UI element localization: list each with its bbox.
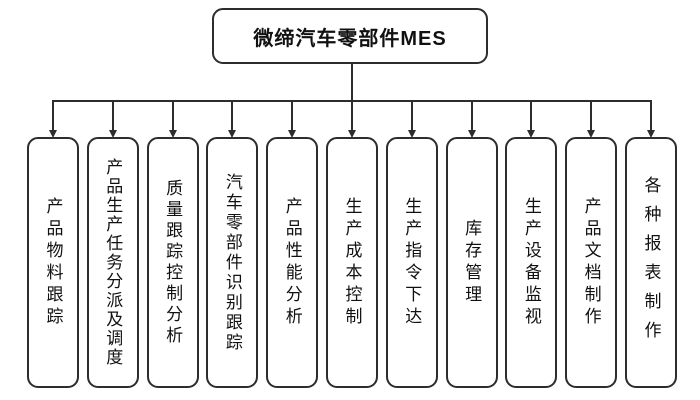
module-label: 质量跟踪控制分析 <box>163 178 183 347</box>
connector-line <box>231 102 234 132</box>
connector-line <box>350 102 353 132</box>
module-box-parts-identification-tracking: 汽车零部件识别跟踪 <box>206 102 259 388</box>
connector-line <box>530 102 533 132</box>
module-label: 生产成本控制 <box>342 196 362 329</box>
arrow-down-icon <box>646 130 655 138</box>
module-label: 各种报表制作 <box>641 175 661 350</box>
arrow-down-icon <box>288 130 297 138</box>
module-box-product-document-creation: 产品文档制作 <box>565 102 618 388</box>
connector-line <box>291 102 294 132</box>
module-label: 产品物料跟踪 <box>43 196 63 329</box>
connector-line <box>649 102 652 132</box>
module-label: 生产设备监视 <box>521 196 541 329</box>
module-box-production-cost-control: 生产成本控制 <box>325 102 378 388</box>
module-label: 库存管理 <box>462 218 482 307</box>
module-label: 生产指令下达 <box>402 196 422 329</box>
module-label: 产品性能分析 <box>282 196 302 329</box>
connector-line <box>171 102 174 132</box>
arrow-down-icon <box>527 130 536 138</box>
arrow-down-icon <box>587 130 596 138</box>
connector-line <box>52 102 54 132</box>
module-box-production-order-issuing: 生产指令下达 <box>385 102 438 388</box>
trunk-connector-line <box>351 64 353 102</box>
module-label: 产品文档制作 <box>581 196 601 329</box>
module-box-equipment-monitoring: 生产设备监视 <box>505 102 558 388</box>
module-box-product-performance-analysis: 产品性能分析 <box>266 102 319 388</box>
arrow-down-icon <box>49 130 57 138</box>
module-box-task-dispatch-scheduling: 产品生产任务分派及调度 <box>86 102 139 388</box>
connector-line <box>470 102 473 132</box>
module-box-quality-tracking-control: 质量跟踪控制分析 <box>146 102 199 388</box>
module-row: 产品物料跟踪 产品生产任务分派及调度 质量跟踪控制分析 汽车零部件识别跟踪 产品… <box>27 102 677 388</box>
arrow-down-icon <box>228 130 237 138</box>
module-label: 产品生产任务分派及调度 <box>103 158 123 367</box>
root-node: 微缔汽车零部件MES <box>212 8 488 64</box>
arrow-down-icon <box>168 130 177 138</box>
module-box-product-material-tracking: 产品物料跟踪 <box>27 102 79 388</box>
connector-line <box>111 102 114 132</box>
arrow-down-icon <box>467 130 476 138</box>
connector-line <box>590 102 593 132</box>
horizontal-connector-line <box>52 100 652 102</box>
root-node-label: 微缔汽车零部件MES <box>253 27 447 50</box>
module-label: 汽车零部件识别跟踪 <box>222 172 242 353</box>
connector-line <box>410 102 413 132</box>
arrow-down-icon <box>347 130 356 138</box>
module-box-inventory-management: 库存管理 <box>445 102 498 388</box>
arrow-down-icon <box>407 130 416 138</box>
arrow-down-icon <box>108 130 117 138</box>
module-box-report-creation: 各种报表制作 <box>624 102 677 388</box>
